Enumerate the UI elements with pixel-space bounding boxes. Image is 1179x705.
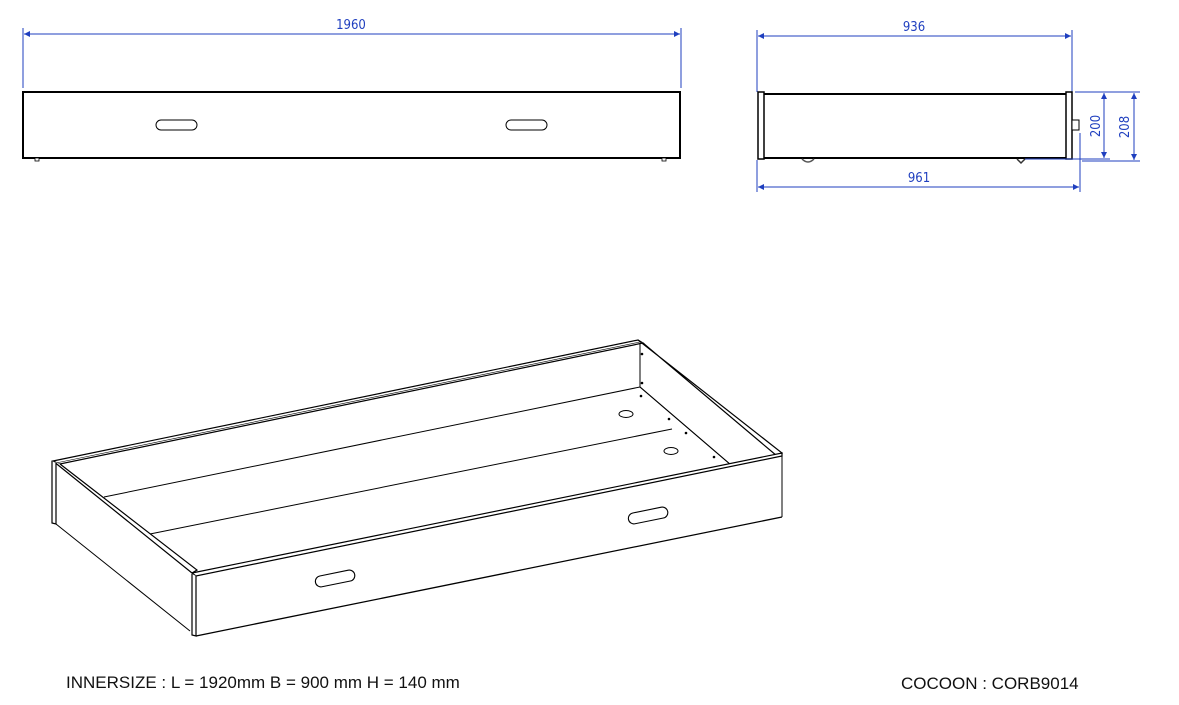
side-top-width-label: 936 <box>903 20 925 35</box>
foot-right <box>661 157 667 162</box>
isometric-view <box>51 339 784 637</box>
iso-handle-left <box>314 569 356 588</box>
inner-size-caption: INNERSIZE : L = 1920mm B = 900 mm H = 14… <box>66 673 460 692</box>
floor-hole-1 <box>618 410 634 418</box>
handle-cutout-right <box>505 119 548 131</box>
floor-hole-2 <box>663 447 679 455</box>
front-width-label: 1960 <box>336 18 366 33</box>
side-knob <box>1071 119 1080 131</box>
side-end-panel-right <box>1065 91 1073 160</box>
side-view: 936 961 200 208 <box>756 20 1140 192</box>
handle-cutout-left <box>155 119 198 131</box>
side-bottom-width-dimension <box>756 133 1081 192</box>
front-width-dimension <box>22 28 682 88</box>
caster-wheel-right <box>1016 158 1026 165</box>
inner-height-label: 200 <box>1089 115 1104 137</box>
height-dimensions <box>1025 91 1140 162</box>
iso-handle-right <box>627 506 669 525</box>
side-top-width-dimension <box>756 30 1073 92</box>
model-caption: COCOON : CORB9014 <box>901 674 1079 693</box>
front-view: 1960 <box>22 18 682 162</box>
side-end-panel-left <box>757 91 765 160</box>
caster-wheel-left <box>801 158 815 163</box>
outer-height-label: 208 <box>1118 116 1133 138</box>
screw-dots <box>639 352 716 459</box>
foot-left <box>34 157 40 162</box>
side-bottom-width-label: 961 <box>908 171 930 186</box>
drawer-front-panel <box>22 91 681 159</box>
